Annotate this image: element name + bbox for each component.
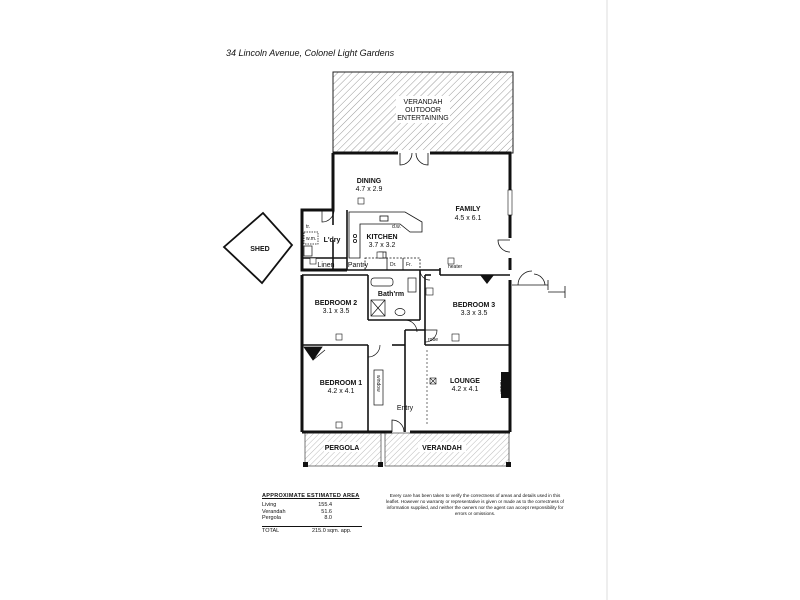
family-label: FAMILY <box>455 206 480 213</box>
area-row-value: 155.4 <box>318 502 332 509</box>
kitchen-label: KITCHEN <box>366 234 397 241</box>
bedroom3-robe <box>480 275 494 284</box>
shed-label: SHED <box>250 246 269 253</box>
dryer-label: Dr. <box>390 262 396 268</box>
area-row: Living 155.4 <box>262 502 362 508</box>
area-row: Pergola 8.0 <box>262 515 362 521</box>
area-total-label: TOTAL <box>262 527 280 534</box>
entry-door <box>391 419 405 433</box>
front-verandah-label: VERANDAH <box>422 445 462 452</box>
robe-strip-label: window <box>375 375 381 392</box>
laundry-fixtures <box>303 209 335 257</box>
area-total-value: 215.0 sqm. app. <box>312 527 352 534</box>
dining-size: 4.7 x 2.9 <box>356 186 383 193</box>
side-gate <box>512 270 566 298</box>
linen-label: Linen <box>317 262 334 269</box>
fridge-label: Fr. <box>406 262 412 268</box>
exterior-walls <box>300 151 512 434</box>
robe-strip: window <box>373 369 384 406</box>
bedroom1-size: 4.2 x 4.1 <box>328 388 355 395</box>
bedroom2-size: 3.1 x 3.5 <box>323 308 350 315</box>
trough-label: tr. <box>306 224 310 230</box>
front-posts <box>303 462 511 467</box>
lounge-heater <box>501 372 509 398</box>
lounge-size: 4.2 x 4.1 <box>452 386 479 393</box>
shed: SHED <box>222 211 294 285</box>
bedroom1-label: BEDROOM 1 <box>320 380 363 387</box>
interior-walls <box>302 210 510 432</box>
bedroom3-robe-label: robe <box>428 337 438 343</box>
area-row-label: Verandah <box>262 508 286 515</box>
bedroom3-size: 3.3 x 3.5 <box>461 310 488 317</box>
ceiling-vents <box>309 197 460 429</box>
bathroom-label: Bath'rm <box>378 291 404 298</box>
bedroom3-label: BEDROOM 3 <box>453 302 496 309</box>
area-table-heading: APPROXIMATE ESTIMATED AREA <box>262 493 360 499</box>
verandah-outdoor-area: VERANDAH OUTDOOR ENTERTAINING <box>332 71 514 154</box>
entry-label: Entry <box>397 405 414 412</box>
family-side-door <box>497 238 514 258</box>
laundry-label: L'dry <box>324 237 341 244</box>
bedroom2-label: BEDROOM 2 <box>315 300 358 307</box>
front-pergola: PERGOLA <box>304 432 382 467</box>
verandah-outdoor-label-1: VERANDAH <box>404 99 443 106</box>
bathroom-fixtures <box>370 277 417 317</box>
area-row-label: Pergola <box>262 515 281 522</box>
lounge-heater-label: heater <box>498 380 504 395</box>
area-row-value: 51.6 <box>321 508 332 515</box>
rear-french-doors <box>398 150 430 166</box>
property-address: 34 Lincoln Avenue, Colonel Light Gardens <box>226 48 395 58</box>
family-window <box>507 189 513 216</box>
area-row-label: Living <box>262 502 277 509</box>
dining-label: DINING <box>357 178 382 185</box>
disclaimer-text: Every care has been taken to verify the … <box>386 493 564 516</box>
area-table: APPROXIMATE ESTIMATED AREA Living 155.4 … <box>262 493 362 534</box>
dishwasher-label: d.w. <box>392 224 401 230</box>
area-row-value: 8.0 <box>324 515 332 522</box>
front-verandah: VERANDAH <box>384 432 510 467</box>
washing-machine-label: w.m. <box>306 236 316 242</box>
kitchen-size: 3.7 x 3.2 <box>369 242 396 249</box>
verandah-outdoor-label-3: ENTERTAINING <box>397 115 448 122</box>
pantry-label: Pantry <box>348 262 369 269</box>
area-row: Verandah 51.6 <box>262 509 362 515</box>
pergola-label: PERGOLA <box>325 445 360 452</box>
interior-doors <box>367 269 438 358</box>
family-heater-label: heater <box>448 264 463 270</box>
lounge-fixtures <box>426 350 437 425</box>
pantry-fridge <box>364 257 421 271</box>
bedroom1-robe <box>303 346 326 361</box>
family-size: 4.5 x 6.1 <box>455 215 482 222</box>
area-total-row: TOTAL 215.0 sqm. app. <box>262 525 362 534</box>
verandah-outdoor-label-2: OUTDOOR <box>405 107 441 114</box>
lounge-label: LOUNGE <box>450 378 480 385</box>
